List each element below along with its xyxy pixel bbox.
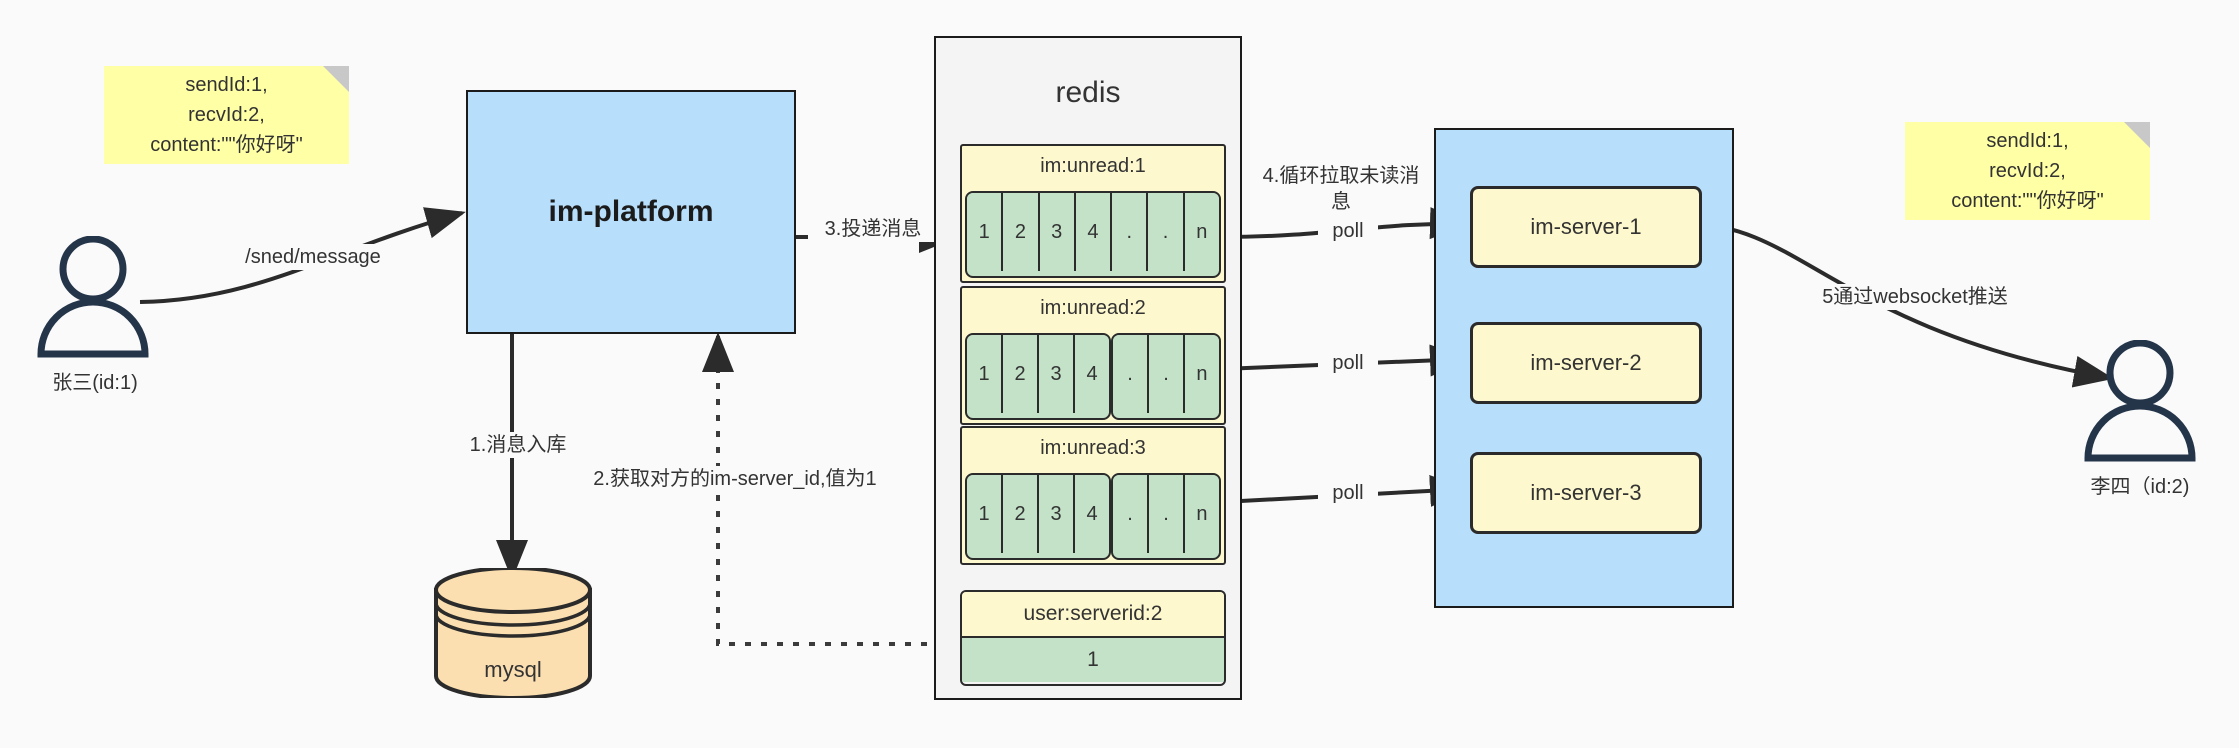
cell-group-b: . . n	[1110, 473, 1221, 560]
redis-kv-key: user:serverid:2	[962, 592, 1224, 638]
note-left-message-payload: sendId:1, recvId:2, content:""你好呀"	[104, 66, 349, 164]
cell: n	[1184, 475, 1219, 553]
edge-label-step1: 1.消息入库	[448, 432, 588, 458]
cell: 2	[1003, 193, 1040, 271]
cell: .	[1112, 193, 1149, 271]
note-right-message-payload: sendId:1, recvId:2, content:""你好呀"	[1905, 122, 2150, 220]
cell: 3	[1039, 475, 1075, 553]
cell: 2	[1003, 475, 1039, 553]
receiver-avatar-icon	[2084, 340, 2196, 462]
edge-label-step4: 4.循环拉取未读消 息	[1256, 163, 1426, 215]
redis-list-cells: 1 2 3 4 . . n	[965, 191, 1221, 278]
cell: 2	[1003, 335, 1039, 413]
cell: 4	[1075, 335, 1109, 413]
im-server-2-box[interactable]: im-server-2	[1470, 322, 1702, 404]
cell-group-a: 1 2 3 4 . . n	[965, 191, 1221, 278]
cell: 4	[1075, 475, 1109, 553]
im-server-3-box[interactable]: im-server-3	[1470, 452, 1702, 534]
im-platform-box[interactable]: im-platform	[466, 90, 796, 334]
note-fold-corner	[323, 66, 349, 92]
redis-list-cells: 1 2 3 4 . . n	[965, 473, 1221, 560]
redis-kv-value: 1	[962, 638, 1224, 682]
edge-label-poll-2: poll	[1318, 350, 1378, 376]
cell: .	[1112, 335, 1149, 413]
sender-avatar-icon	[37, 236, 149, 358]
redis-list-key: im:unread:3	[1040, 436, 1146, 459]
im-server-2-label: im-server-2	[1530, 350, 1642, 375]
im-server-1-box[interactable]: im-server-1	[1470, 186, 1702, 268]
cell: .	[1112, 475, 1149, 553]
cell: .	[1148, 335, 1185, 413]
cell-group-a: 1 2 3 4	[965, 473, 1111, 560]
mysql-database-icon[interactable]	[428, 568, 598, 698]
cell: n	[1184, 335, 1219, 413]
edge-label-step5: 5通过websocket推送	[1790, 284, 2040, 310]
redis-list-key: im:unread:1	[1040, 154, 1146, 177]
cell: 3	[1039, 193, 1076, 271]
cell: 1	[967, 335, 1003, 413]
edge-label-poll-1: poll	[1318, 218, 1378, 244]
im-platform-label: im-platform	[548, 195, 714, 228]
edge-label-send-message: /sned/message	[228, 244, 398, 270]
cell-group-b: . . n	[1110, 333, 1221, 420]
redis-list-im-unread-1[interactable]: im:unread:1 1 2 3 4 . . n	[960, 144, 1226, 283]
sender-label: 张三(id:1)	[52, 372, 138, 394]
im-server-3-label: im-server-3	[1530, 480, 1642, 505]
redis-list-im-unread-3[interactable]: im:unread:3 1 2 3 4 . . n	[960, 426, 1226, 565]
cell-group-a: 1 2 3 4	[965, 333, 1111, 420]
cell: 3	[1039, 335, 1075, 413]
edge-label-poll-3: poll	[1318, 480, 1378, 506]
redis-list-im-unread-2[interactable]: im:unread:2 1 2 3 4 . . n	[960, 286, 1226, 425]
edge-label-step2: 2.获取对方的im-server_id,值为1	[560, 466, 910, 492]
redis-title: redis	[1055, 76, 1121, 109]
cell: n	[1184, 193, 1219, 271]
cell: 1	[967, 193, 1004, 271]
cell: .	[1148, 193, 1185, 271]
note-left-text: sendId:1, recvId:2, content:""你好呀"	[150, 74, 303, 156]
edge-label-step3: 3.投递消息	[808, 216, 938, 242]
note-right-text: sendId:1, recvId:2, content:""你好呀"	[1951, 130, 2104, 212]
redis-kv-user-serverid[interactable]: user:serverid:2 1	[960, 590, 1226, 686]
redis-list-key: im:unread:2	[1040, 296, 1146, 319]
cell: .	[1148, 475, 1185, 553]
cell: 1	[967, 475, 1003, 553]
note-fold-corner	[2124, 122, 2150, 148]
mysql-label: mysql	[484, 657, 542, 682]
im-server-1-label: im-server-1	[1530, 214, 1642, 239]
cell: 4	[1075, 193, 1113, 271]
redis-list-cells: 1 2 3 4 . . n	[965, 333, 1221, 420]
receiver-label: 李四（id:2)	[2090, 476, 2190, 498]
